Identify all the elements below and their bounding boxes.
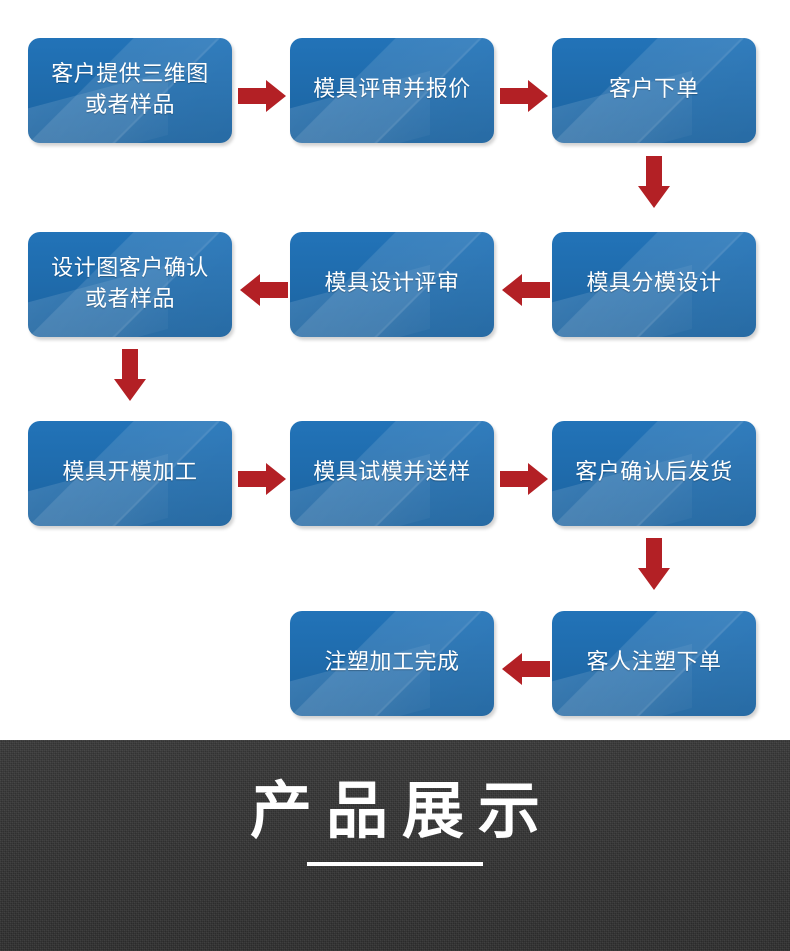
flow-node-customer-places-order[interactable]: 客户下单 [552,38,756,143]
flow-node-injection-molding-completed[interactable]: 注塑加工完成 [290,611,494,716]
arrow-down-icon [636,538,672,592]
flow-node-label: 客户提供三维图 或者样品 [51,62,209,118]
product-showcase-banner: 产品展示 [0,740,790,951]
flow-node-label: 客户确认后发货 [575,460,733,486]
flow-node-mold-machining[interactable]: 模具开模加工 [28,421,232,526]
flow-node-label: 设计图客户确认 或者样品 [51,256,209,312]
process-flowchart: 客户提供三维图 或者样品 模具评审并报价 客户下单 设计图客户确认 或者样品 模… [0,0,790,740]
flow-node-mold-review-and-quote[interactable]: 模具评审并报价 [290,38,494,143]
arrow-left-icon [500,651,550,687]
arrow-right-icon [500,78,550,114]
arrow-right-icon [238,461,288,497]
flow-node-label: 模具设计评审 [324,271,460,297]
arrow-left-icon [500,272,550,308]
arrow-right-icon [500,461,550,497]
arrow-down-icon [636,156,672,210]
flow-node-design-confirmation-by-customer[interactable]: 设计图客户确认 或者样品 [28,232,232,337]
flow-node-mold-parting-design[interactable]: 模具分模设计 [552,232,756,337]
flow-node-label: 模具评审并报价 [313,77,471,103]
flow-node-label: 模具开模加工 [62,460,198,486]
arrow-left-icon [238,272,288,308]
arrow-down-icon [112,349,148,403]
flow-node-label: 客人注塑下单 [586,650,722,676]
flow-node-ship-after-customer-confirmation[interactable]: 客户确认后发货 [552,421,756,526]
flow-node-mold-trial-and-sample[interactable]: 模具试模并送样 [290,421,494,526]
flow-node-label: 注塑加工完成 [324,650,460,676]
flow-node-label: 模具试模并送样 [313,460,471,486]
banner-underline-rule [307,862,483,866]
flow-node-customer-provides-3d-drawing[interactable]: 客户提供三维图 或者样品 [28,38,232,143]
flow-node-label: 客户下单 [608,77,699,103]
arrow-right-icon [238,78,288,114]
flow-node-customer-injection-order[interactable]: 客人注塑下单 [552,611,756,716]
flow-node-mold-design-review[interactable]: 模具设计评审 [290,232,494,337]
flow-node-label: 模具分模设计 [586,271,722,297]
banner-title: 产品展示 [249,774,554,847]
